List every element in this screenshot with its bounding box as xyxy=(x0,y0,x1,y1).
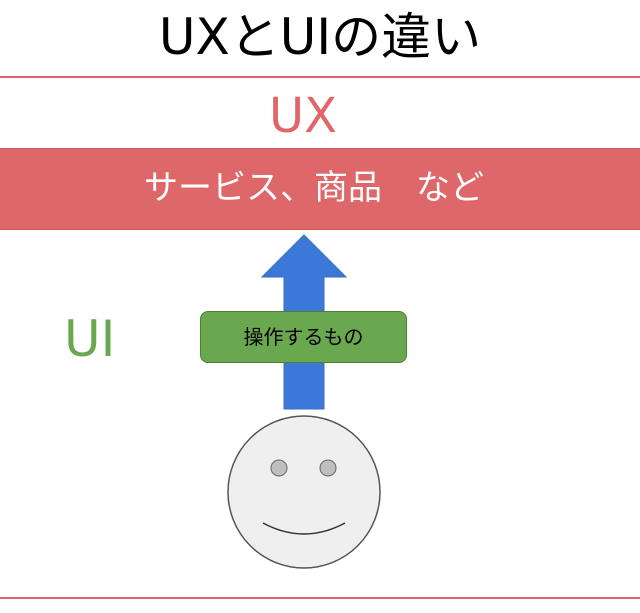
ui-label: UI xyxy=(64,310,116,368)
ux-band xyxy=(0,148,640,230)
mouth xyxy=(262,522,346,535)
bottom-divider xyxy=(0,597,640,599)
ux-label: UX xyxy=(268,88,337,144)
smiley-face-icon xyxy=(227,415,381,569)
operate-box-label: 操作するもの xyxy=(243,325,364,349)
face-circle xyxy=(227,415,381,569)
top-divider xyxy=(0,76,640,78)
page-title: UXとUIの違い xyxy=(158,8,482,66)
left-eye xyxy=(270,459,288,477)
ux-band-text: サービス、商品 など xyxy=(144,168,484,208)
right-eye xyxy=(319,459,337,477)
operate-box xyxy=(200,311,407,363)
